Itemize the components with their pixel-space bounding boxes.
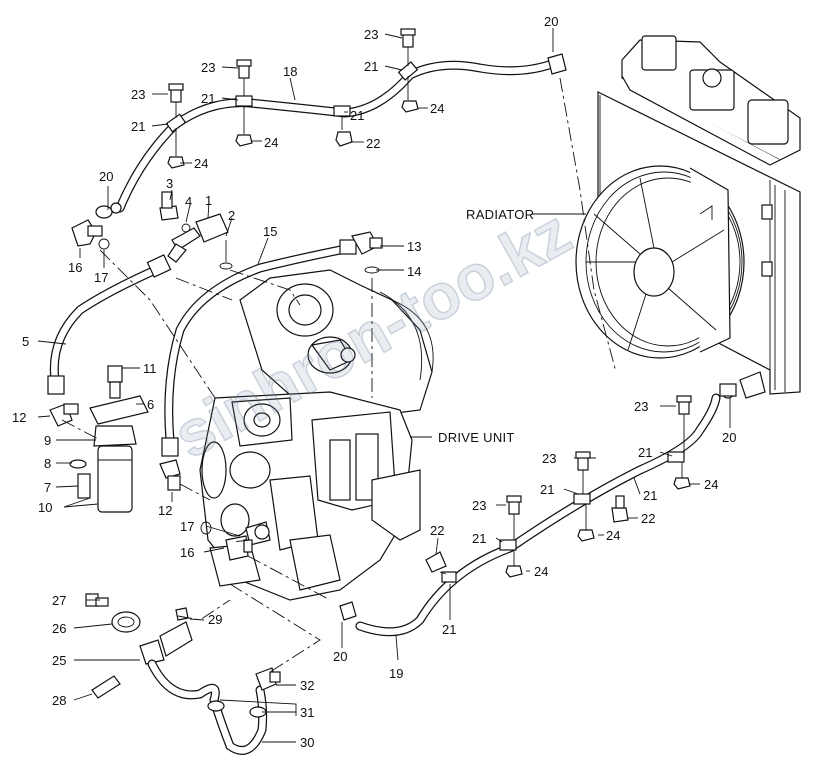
- callout-24: 24: [534, 564, 548, 579]
- callout-32: 32: [300, 678, 314, 693]
- callout-4: 4: [185, 194, 192, 209]
- callout-26: 26: [52, 621, 66, 636]
- callout-2: 2: [228, 208, 235, 223]
- callout-24: 24: [194, 156, 208, 171]
- filter-assembly: [49, 365, 181, 513]
- callout-13: 13: [407, 239, 421, 254]
- callout-23: 23: [542, 451, 556, 466]
- callout-3: 3: [166, 176, 173, 191]
- callout-22: 22: [641, 511, 655, 526]
- callout-5: 5: [22, 334, 29, 349]
- callout-9: 9: [44, 433, 51, 448]
- leader-lines: [37, 28, 731, 743]
- top-clamps: [95, 28, 567, 219]
- callout-17: 17: [94, 270, 108, 285]
- callout-8: 8: [44, 456, 51, 471]
- callout-21: 21: [442, 622, 456, 637]
- hose-19: [355, 383, 737, 637]
- callout-12: 12: [12, 410, 26, 425]
- callout-21: 21: [472, 531, 486, 546]
- callout-21: 21: [364, 59, 378, 74]
- callout-24: 24: [430, 101, 444, 116]
- hose-5: [47, 254, 172, 395]
- callout-7: 7: [44, 480, 51, 495]
- callout-16: 16: [68, 260, 82, 275]
- callout-28: 28: [52, 693, 66, 708]
- callout-21: 21: [643, 488, 657, 503]
- callout-23: 23: [634, 399, 648, 414]
- drive-unit-label: DRIVE UNIT: [438, 430, 515, 445]
- callout-29: 29: [208, 612, 222, 627]
- callout-17: 17: [180, 519, 194, 534]
- callout-14: 14: [407, 264, 421, 279]
- callout-19: 19: [389, 666, 403, 681]
- callout-6: 6: [147, 397, 154, 412]
- callout-23: 23: [364, 27, 378, 42]
- callout-30: 30: [300, 735, 314, 750]
- bottom-assembly: [85, 521, 357, 755]
- callout-22: 22: [366, 136, 380, 151]
- callout-23: 23: [201, 60, 215, 75]
- callout-1: 1: [205, 193, 212, 208]
- callout-24: 24: [704, 477, 718, 492]
- callout-15: 15: [263, 224, 277, 239]
- callout-20: 20: [722, 430, 736, 445]
- callout-25: 25: [52, 653, 66, 668]
- callout-23: 23: [472, 498, 486, 513]
- callout-21: 21: [540, 482, 554, 497]
- callout-11: 11: [143, 361, 157, 376]
- callout-27: 27: [52, 593, 66, 608]
- reference-lines: [61, 77, 617, 673]
- radiator-label: RADIATOR: [466, 207, 534, 222]
- callout-23: 23: [131, 87, 145, 102]
- hose-15: [161, 231, 383, 457]
- callout-21: 21: [350, 108, 364, 123]
- callout-12: 12: [158, 503, 172, 518]
- hose-18: [115, 59, 557, 213]
- callout-22: 22: [430, 523, 444, 538]
- callout-labels: RADIATOR DRIVE UNIT 20 23 21 24 23 18 21…: [12, 14, 736, 750]
- callout-20: 20: [544, 14, 558, 29]
- callout-24: 24: [264, 135, 278, 150]
- callout-31: 31: [300, 705, 314, 720]
- radiator-drawing: [575, 35, 801, 399]
- drive-unit-drawing: [199, 269, 434, 601]
- callout-10: 10: [38, 500, 52, 515]
- callout-20: 20: [99, 169, 113, 184]
- callout-21: 21: [638, 445, 652, 460]
- callout-16: 16: [180, 545, 194, 560]
- callout-20: 20: [333, 649, 347, 664]
- fittings-top-left: [71, 191, 233, 270]
- callout-21: 21: [201, 91, 215, 106]
- callout-24: 24: [606, 528, 620, 543]
- callout-21: 21: [131, 119, 145, 134]
- callout-18: 18: [283, 64, 297, 79]
